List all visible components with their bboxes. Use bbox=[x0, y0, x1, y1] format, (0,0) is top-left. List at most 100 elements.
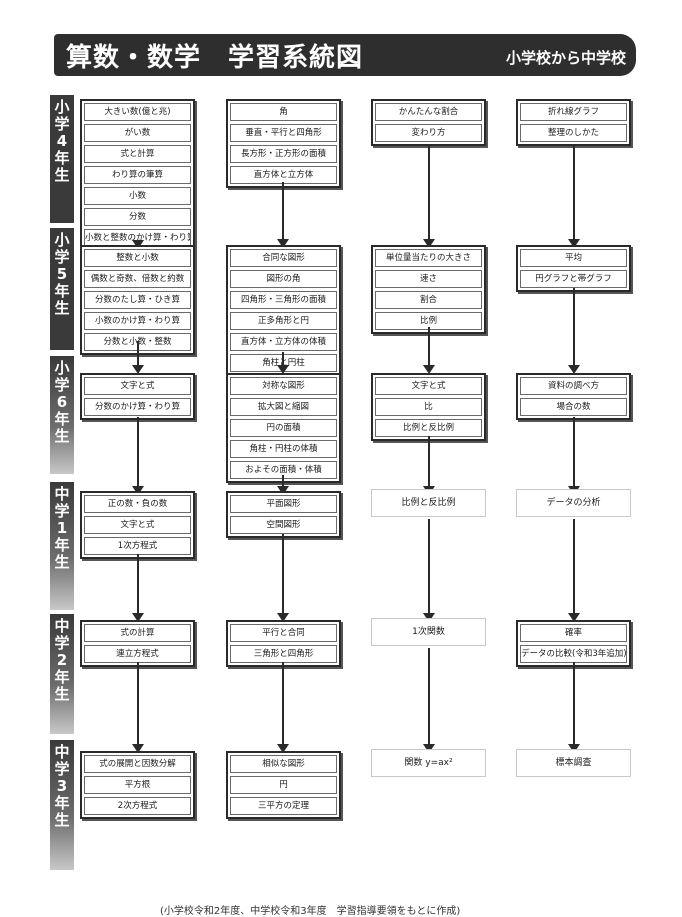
box-g6-data: 資料の調べ方 場合の数 bbox=[516, 373, 631, 420]
box-g4-number: 大きい数(億と兆) がい数 式と計算 わり算の筆算 小数 分数 小数と整数のかけ… bbox=[80, 99, 195, 251]
topic-item: 単位量当たりの大きさ bbox=[375, 249, 482, 267]
box-j3-geometry: 相似な図形 円 三平方の定理 bbox=[226, 751, 341, 819]
topic-item: 平方根 bbox=[84, 776, 191, 794]
topic-item: 図形の角 bbox=[230, 270, 337, 288]
topic-item: 空間図形 bbox=[230, 516, 337, 534]
box-j3-data: 標本調査 bbox=[516, 749, 631, 777]
topic-item: 角 bbox=[230, 103, 337, 121]
arrow bbox=[132, 417, 144, 495]
topic-item: 分数 bbox=[84, 208, 191, 226]
arrow bbox=[568, 519, 580, 622]
topic-item: 文字と式 bbox=[84, 516, 191, 534]
box-j1-geometry: 平面図形 空間図形 bbox=[226, 491, 341, 538]
topic-item: 1次方程式 bbox=[84, 537, 191, 555]
topic-item: 整数と小数 bbox=[84, 249, 191, 267]
arrow bbox=[423, 144, 435, 248]
arrow bbox=[277, 662, 289, 753]
topic-item: 2次方程式 bbox=[84, 797, 191, 815]
grade-band-1: 小学4年生 bbox=[50, 95, 74, 223]
topic-item: 比 bbox=[375, 398, 482, 416]
arrow bbox=[423, 436, 435, 495]
topic-item: 角柱・円柱の体積 bbox=[230, 440, 337, 458]
page-title: 算数・数学 学習系統図 bbox=[66, 43, 364, 73]
topic-item: 平均 bbox=[520, 249, 627, 267]
grade-label: 中学3年生 bbox=[54, 743, 70, 829]
topic-item: 偶数と奇数、倍数と約数 bbox=[84, 270, 191, 288]
grade-band-4: 中学1年生 bbox=[50, 482, 74, 610]
arrow bbox=[277, 534, 289, 622]
topic-item: 文字と式 bbox=[375, 377, 482, 395]
grade-label: 小学5年生 bbox=[54, 231, 70, 317]
grade-band-3: 小学6年生 bbox=[50, 356, 74, 474]
box-g6-number: 文字と式 分数のかけ算・わり算 bbox=[80, 373, 195, 420]
topic-item: 相似な図形 bbox=[230, 755, 337, 773]
box-j1-data: データの分析 bbox=[516, 489, 631, 517]
topic-item: 折れ線グラフ bbox=[520, 103, 627, 121]
arrow bbox=[132, 554, 144, 622]
box-g4-relation: かんたんな割合 変わり方 bbox=[371, 99, 486, 146]
title-bar: 算数・数学 学習系統図 小学校から中学校 bbox=[54, 34, 636, 76]
topic-item: 小数のかけ算・わり算 bbox=[84, 312, 191, 330]
arrow bbox=[132, 341, 144, 374]
topic-item: 比例と反比例 bbox=[375, 419, 482, 437]
box-g4-data: 折れ線グラフ 整理のしかた bbox=[516, 99, 631, 146]
topic-item: かんたんな割合 bbox=[375, 103, 482, 121]
box-g5-relation: 単位量当たりの大きさ 速さ 割合 比例 bbox=[371, 245, 486, 334]
topic-item: 分数のたし算・ひき算 bbox=[84, 291, 191, 309]
topic-item: 文字と式 bbox=[84, 377, 191, 395]
topic-item: 拡大図と縮図 bbox=[230, 398, 337, 416]
topic-item: 整理のしかた bbox=[520, 124, 627, 142]
topic-item: 四角形・三角形の面積 bbox=[230, 291, 337, 309]
grade-label: 小学4年生 bbox=[54, 98, 70, 184]
topic-item: がい数 bbox=[84, 124, 191, 142]
topic-item: 1次関数 bbox=[412, 627, 445, 637]
source-note: (小学校令和2年度、中学校令和3年度 学習指導要領をもとに作成) bbox=[160, 906, 461, 917]
topic-item: データの比較(令和3年追加) bbox=[520, 645, 627, 663]
box-g5-geometry: 合同な図形 図形の角 四角形・三角形の面積 正多角形と円 直方体・立方体の体積 … bbox=[226, 245, 341, 376]
arrow bbox=[568, 417, 580, 495]
arrow bbox=[423, 648, 435, 753]
topic-item: 割合 bbox=[375, 291, 482, 309]
topic-item: 場合の数 bbox=[520, 398, 627, 416]
topic-item: 確率 bbox=[520, 624, 627, 642]
box-g6-geometry: 対称な図形 拡大図と縮図 円の面積 角柱・円柱の体積 およその面積・体積 bbox=[226, 373, 341, 483]
topic-item: 平面図形 bbox=[230, 495, 337, 513]
box-g6-relation: 文字と式 比 比例と反比例 bbox=[371, 373, 486, 441]
topic-item: 円の面積 bbox=[230, 419, 337, 437]
topic-item: 関数 y=ax² bbox=[404, 758, 453, 768]
grade-band-6: 中学3年生 bbox=[50, 740, 74, 870]
topic-item: 小数 bbox=[84, 187, 191, 205]
box-j2-number: 式の計算 連立方程式 bbox=[80, 620, 195, 667]
grade-band-5: 中学2年生 bbox=[50, 614, 74, 734]
topic-item: 大きい数(億と兆) bbox=[84, 103, 191, 121]
topic-item: わり算の筆算 bbox=[84, 166, 191, 184]
topic-item: 対称な図形 bbox=[230, 377, 337, 395]
grade-label: 中学1年生 bbox=[54, 485, 70, 571]
topic-item: 式の計算 bbox=[84, 624, 191, 642]
topic-item: 資料の調べ方 bbox=[520, 377, 627, 395]
topic-item: 長方形・正方形の面積 bbox=[230, 145, 337, 163]
topic-item: 式の展開と因数分解 bbox=[84, 755, 191, 773]
topic-item: 直方体・立方体の体積 bbox=[230, 333, 337, 351]
box-g5-data: 平均 円グラフと帯グラフ bbox=[516, 245, 631, 292]
arrow bbox=[568, 144, 580, 248]
page-subtitle: 小学校から中学校 bbox=[505, 49, 626, 67]
grade-label: 中学2年生 bbox=[54, 617, 70, 703]
topic-item: 分数のかけ算・わり算 bbox=[84, 398, 191, 416]
box-j2-data: 確率 データの比較(令和3年追加) bbox=[516, 620, 631, 667]
box-j3-relation: 関数 y=ax² bbox=[371, 749, 486, 777]
topic-item: 変わり方 bbox=[375, 124, 482, 142]
topic-item: 三角形と四角形 bbox=[230, 645, 337, 663]
box-g4-geometry: 角 垂直・平行と四角形 長方形・正方形の面積 直方体と立方体 bbox=[226, 99, 341, 188]
topic-item: 式と計算 bbox=[84, 145, 191, 163]
box-j2-relation: 1次関数 bbox=[371, 618, 486, 646]
topic-item: 円 bbox=[230, 776, 337, 794]
topic-item: 標本調査 bbox=[555, 758, 592, 768]
grade-label: 小学6年生 bbox=[54, 359, 70, 445]
topic-item: 速さ bbox=[375, 270, 482, 288]
box-j1-number: 正の数・負の数 文字と式 1次方程式 bbox=[80, 491, 195, 559]
topic-item: 合同な図形 bbox=[230, 249, 337, 267]
arrow bbox=[277, 352, 289, 374]
topic-item: 正の数・負の数 bbox=[84, 495, 191, 513]
grade-band-2: 小学5年生 bbox=[50, 228, 74, 350]
